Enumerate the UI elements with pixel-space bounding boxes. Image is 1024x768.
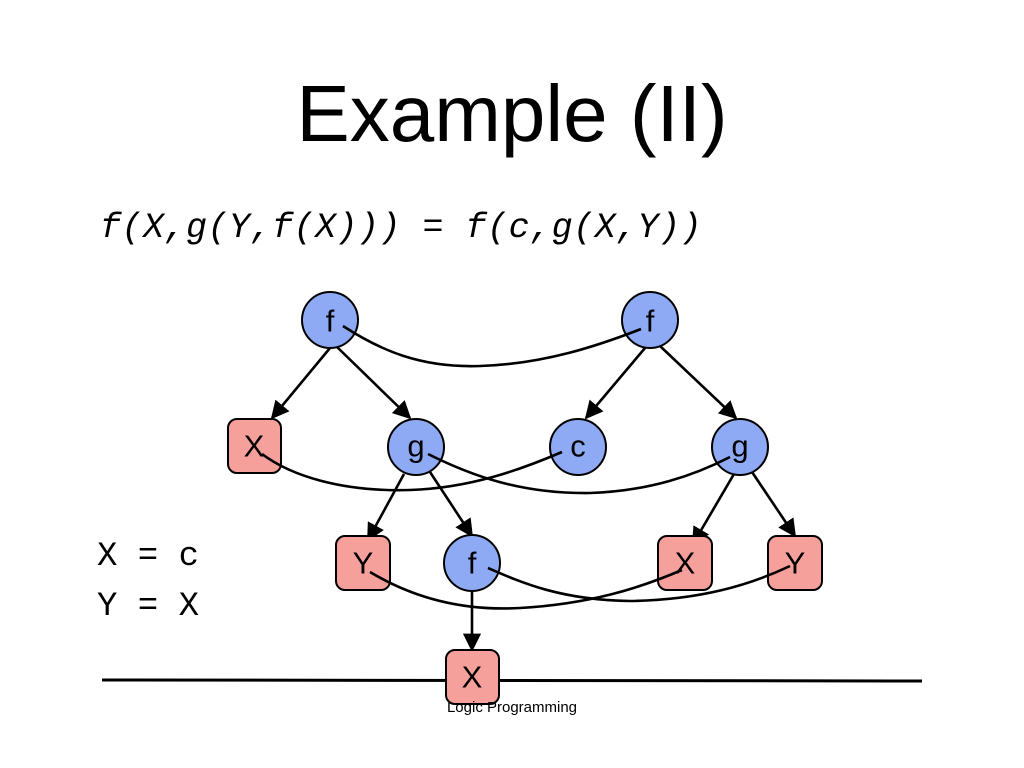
edge-right-root-to-c: [584, 347, 646, 420]
node-right-x: [657, 535, 713, 591]
node-right-root-label: f: [646, 304, 655, 339]
node-right-c-label: c: [570, 429, 586, 464]
substitution-2: Y = X: [97, 588, 200, 626]
slide-title: Example (II): [296, 69, 728, 158]
edge-left-g-to-y: [366, 473, 406, 542]
footer-rule: [101, 678, 923, 683]
edge-left-root-to-x: [270, 347, 332, 420]
node-left-f2-label: f: [468, 546, 477, 581]
node-left-g: [387, 418, 445, 476]
match-root-root: [342, 324, 642, 368]
node-right-y-label: Y: [785, 546, 806, 581]
match-f-y: [487, 564, 791, 603]
node-left-x-label: X: [244, 429, 265, 464]
substitution-1: X = c: [97, 538, 200, 576]
node-right-c: [549, 418, 607, 476]
edge-right-root-to-g: [659, 345, 738, 420]
tree-edges: [270, 345, 797, 652]
node-left-x2-label: X: [462, 660, 483, 695]
right-tree: f c g X Y: [549, 291, 823, 591]
node-right-y: [767, 535, 823, 591]
node-left-y-label: Y: [353, 546, 374, 581]
node-left-f2: [443, 534, 501, 592]
correspondence-curves: [261, 324, 791, 610]
edge-left-g-to-f: [428, 471, 474, 538]
node-right-x-label: X: [675, 546, 696, 581]
unification-equation: f(X,g(Y,f(X))) = f(c,g(X,Y)): [100, 208, 703, 248]
match-y-x: [369, 568, 683, 610]
node-left-g-label: g: [407, 429, 424, 464]
footer-text: Logic Programming: [446, 699, 578, 716]
edge-right-g-to-y: [750, 471, 797, 538]
match-g-g: [427, 452, 731, 495]
node-left-root-label: f: [326, 304, 335, 339]
left-tree: f X g Y f X: [227, 291, 501, 705]
edge-right-g-to-x: [691, 473, 736, 546]
node-right-root: [621, 291, 679, 349]
edge-left-root-to-g: [335, 345, 412, 420]
match-x-c: [261, 450, 563, 492]
node-left-x2: [445, 649, 500, 705]
node-left-root: [301, 291, 359, 349]
node-right-g-label: g: [731, 429, 748, 464]
node-right-g: [711, 418, 769, 476]
